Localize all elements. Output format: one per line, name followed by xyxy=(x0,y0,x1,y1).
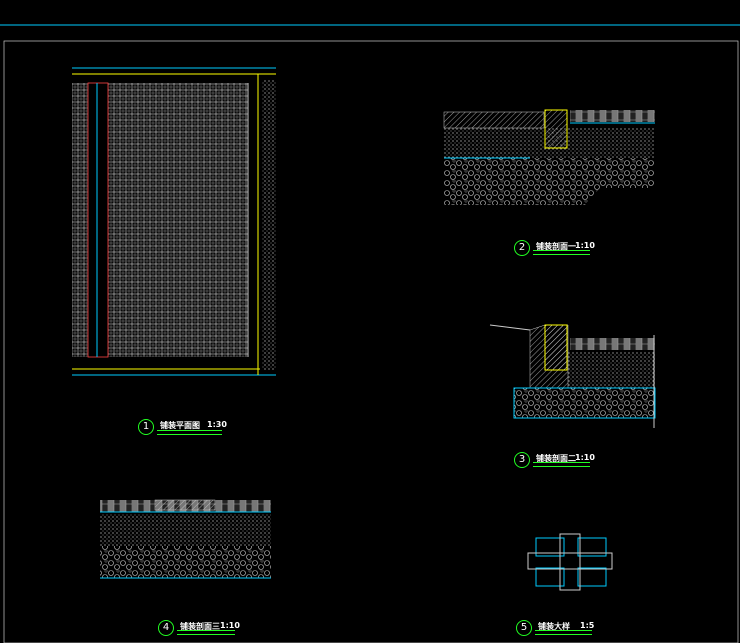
detail-5 xyxy=(527,533,613,591)
title-underline xyxy=(533,462,590,467)
title-underline xyxy=(157,430,222,435)
view-title: 铺装剖面三 xyxy=(180,622,220,631)
view-number-badge: 3 xyxy=(514,452,530,468)
view-title: 铺装平面图 xyxy=(160,421,200,430)
view-number-badge: 2 xyxy=(514,240,530,256)
view-scale: 1:30 xyxy=(207,420,227,429)
section-1 xyxy=(443,109,655,205)
view-title: 铺装剖面一 xyxy=(536,242,576,251)
view-number-badge: 5 xyxy=(516,620,532,636)
view-number-badge: 1 xyxy=(138,419,154,435)
drawing-border xyxy=(3,40,739,643)
title-underline xyxy=(535,630,592,635)
view-scale: 1:10 xyxy=(220,621,240,630)
view-number-badge: 4 xyxy=(158,620,174,636)
view-scale: 1:5 xyxy=(580,621,595,630)
view-scale: 1:10 xyxy=(575,453,595,462)
title-underline xyxy=(533,250,590,255)
section-3 xyxy=(100,499,271,579)
title-underline xyxy=(177,630,235,635)
plan-view xyxy=(72,67,276,376)
view-scale: 1:10 xyxy=(575,241,595,250)
view-title: 铺装大样 xyxy=(538,622,570,631)
section-2 xyxy=(489,324,656,428)
view-title: 铺装剖面二 xyxy=(536,454,576,463)
